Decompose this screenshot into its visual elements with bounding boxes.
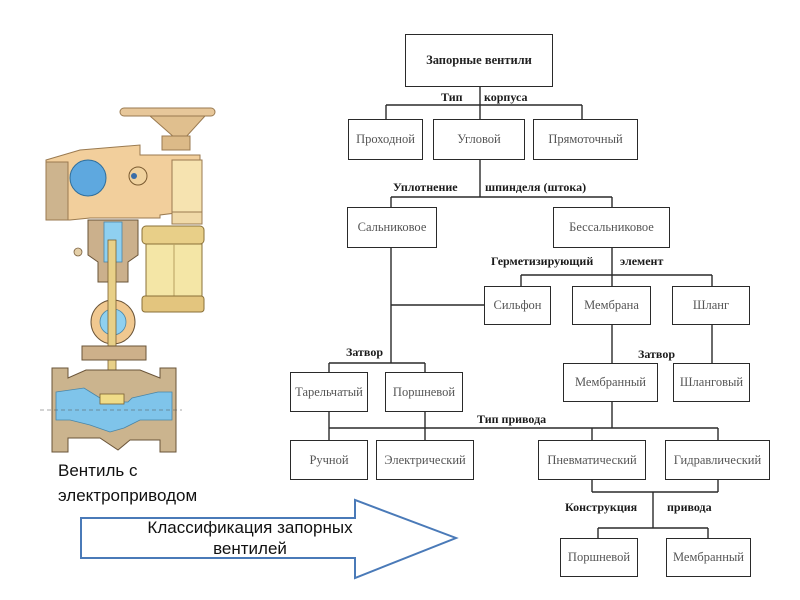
label-tip: Тип	[441, 90, 463, 104]
node-bessalnikovoe: Бессальниковое	[553, 207, 670, 248]
label-zatvor-left: Затвор	[346, 345, 383, 359]
node-silfon: Сильфон	[484, 286, 551, 325]
indicator-dot	[131, 173, 137, 179]
node-shlangovy: Шланговый	[673, 363, 750, 402]
arrow-label: Классификация запорных вентилей	[110, 517, 390, 559]
classification-arrow	[80, 498, 459, 580]
arrow-label-line1: Классификация запорных	[147, 518, 353, 537]
node-ruchnoy: Ручной	[290, 440, 368, 480]
label-privoda: привода	[667, 500, 712, 514]
label-tip-privoda: Тип привода	[477, 412, 547, 426]
handwheel-hub	[161, 135, 191, 151]
node-elektrichesky: Электрический	[376, 440, 474, 480]
label-shpindelya: шпинделя (штока)	[485, 180, 587, 194]
valve-stem	[107, 239, 117, 391]
node-zapornye-ventili: Запорные вентили	[405, 34, 553, 87]
label-korpusa: корпуса	[484, 90, 528, 104]
node-membranny-construction: Мембранный	[666, 538, 751, 577]
node-membrana: Мембрана	[572, 286, 651, 325]
valve-disc	[99, 393, 125, 405]
node-pnevmatichesky: Пневматический	[538, 440, 646, 480]
node-prokhodnoy: Проходной	[348, 119, 423, 160]
node-salnikovoe: Сальниковое	[347, 207, 437, 248]
label-konstrukciya: Конструкция	[565, 500, 638, 514]
label-element: элемент	[620, 254, 664, 268]
connectors	[328, 87, 719, 538]
lubricator	[73, 247, 83, 257]
gearbox	[171, 159, 203, 219]
node-porshnevoy-gate: Поршневой	[385, 372, 463, 412]
valve-caption-line2: электроприводом	[58, 486, 198, 505]
label-uplotnenie: Уплотнение	[393, 180, 458, 194]
handwheel	[119, 107, 216, 117]
indicator-dial	[128, 166, 148, 186]
handwheel-spokes	[148, 115, 207, 139]
node-pryamotochny: Прямоточный	[533, 119, 638, 160]
node-porshnevoy-construction: Поршневой	[560, 538, 638, 577]
actuator-side-cover	[45, 161, 69, 221]
bonnet-flange	[81, 345, 147, 361]
label-germetiziruyushchy: Герметизирующий	[491, 254, 594, 268]
motor-bottom	[141, 295, 205, 313]
motor-top	[141, 225, 205, 245]
actuator-window	[69, 159, 107, 197]
node-shlang: Шланг	[672, 286, 750, 325]
node-membranny-gate: Мембранный	[563, 363, 658, 402]
valve-caption: Вентиль с электроприводом	[58, 458, 197, 508]
valve-caption-line1: Вентиль с	[58, 461, 138, 480]
arrow-label-line2: вентилей	[213, 539, 287, 558]
node-gidravlichesky: Гидравлический	[665, 440, 770, 480]
label-zatvor-right: Затвор	[638, 347, 675, 361]
node-tarelchaty: Тарельчатый	[290, 372, 368, 412]
gearbox-flange	[171, 211, 203, 225]
node-uglovoy: Угловой	[433, 119, 525, 160]
valve-illustration	[40, 107, 216, 453]
